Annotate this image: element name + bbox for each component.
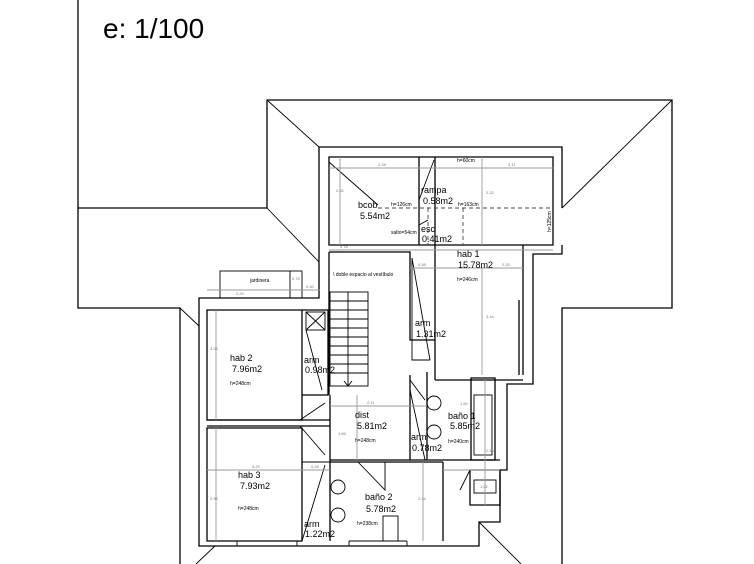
dimension-label: 0,40	[306, 284, 315, 289]
room-area: 5.85m2	[450, 421, 480, 431]
stairs	[329, 291, 369, 387]
sink-icon	[426, 424, 442, 440]
room-name: arm	[411, 432, 427, 442]
dimension-label: 2,28	[378, 162, 387, 167]
sink-icon	[330, 507, 346, 523]
dimension-label: 0,58	[418, 262, 427, 267]
dimension-label: 2,33	[502, 262, 511, 267]
room-height: h=248cm	[238, 506, 259, 512]
room-height: h=240cm	[448, 439, 469, 445]
room-name: dist	[355, 410, 370, 420]
room-area: 5.54m2	[360, 211, 390, 221]
room-name: rampa	[421, 185, 447, 195]
room-area: 5.78m2	[366, 504, 396, 514]
room-labels: bcob 5.54m2 h=126cm rampa 0.58m2 esc 0.4…	[230, 158, 553, 539]
room-area: 7.96m2	[232, 364, 262, 374]
dimension-label: 2,32	[486, 190, 495, 195]
room-name: baño 1	[448, 411, 476, 421]
height-note: h=60cm	[457, 158, 475, 164]
room-area: 0.98m2	[305, 365, 335, 375]
room-area: 0.41m2	[422, 234, 452, 244]
dimension-label: 1,84	[460, 401, 469, 406]
dimension-label: 2,44	[418, 496, 427, 501]
room-area: 7.93m2	[240, 481, 270, 491]
room-height: h=238cm	[357, 521, 378, 527]
dimension-label: 1,02	[480, 484, 489, 489]
room-area: 15.78m2	[458, 260, 493, 270]
dimension-label: 2,15	[486, 448, 495, 453]
step-note: salto=54cm	[391, 230, 417, 236]
toilet-icon	[382, 515, 399, 542]
room-name: arm	[415, 318, 431, 328]
roof-outline	[77, 0, 673, 564]
dimension-label: 3,20	[252, 464, 261, 469]
dimension-label: 3,05	[210, 346, 219, 351]
room-name: hab 3	[238, 470, 261, 480]
room-name: bcob	[358, 200, 378, 210]
room-area: 0.78m2	[412, 443, 442, 453]
room-name: hab 2	[230, 353, 253, 363]
planter-label: jardinera	[249, 278, 270, 284]
interior-walls	[299, 157, 553, 542]
double-height-note: \ doble espacio al vestíbulo	[333, 272, 394, 278]
dimension-label: 1,66	[338, 431, 347, 436]
dimension-label: 0,78	[340, 244, 349, 249]
room-name: baño 2	[365, 492, 393, 502]
height-note: h=125cm	[547, 211, 553, 232]
room-name: arm	[304, 355, 320, 365]
dimension-label: 0,78	[292, 276, 301, 281]
dimension-label: 3,44	[486, 314, 495, 319]
dimension-label: 0,28	[311, 464, 320, 469]
room-area: 1.22m2	[305, 529, 335, 539]
jardinera-planter	[219, 270, 303, 299]
height-note: h=163cm	[458, 202, 479, 208]
dimension-label: 2,98	[210, 496, 219, 501]
sink-icon	[426, 395, 442, 411]
scale-label: e: 1/100	[103, 13, 204, 44]
room-height: h=246cm	[457, 277, 478, 283]
room-height: h=248cm	[355, 438, 376, 444]
room-name: arm	[304, 519, 320, 529]
room-height: h=248cm	[230, 381, 251, 387]
room-name: esc	[421, 224, 436, 234]
dimension-label: 2,32	[336, 188, 345, 193]
dimension-label: 3,11	[508, 162, 516, 167]
dimension-label: 2,11	[367, 400, 375, 405]
dimension-lines: 2,28 3,11 2,32 2,32 0,78 2,33 0,58 3,44 …	[207, 157, 553, 541]
room-area: 0.58m2	[423, 196, 453, 206]
room-area: 5.81m2	[357, 421, 387, 431]
room-area: 1.31m2	[416, 329, 446, 339]
sink-icon	[330, 479, 346, 495]
room-name: hab 1	[457, 249, 480, 259]
dimension-label: 2,20	[236, 291, 245, 296]
room-height: h=126cm	[391, 202, 412, 208]
